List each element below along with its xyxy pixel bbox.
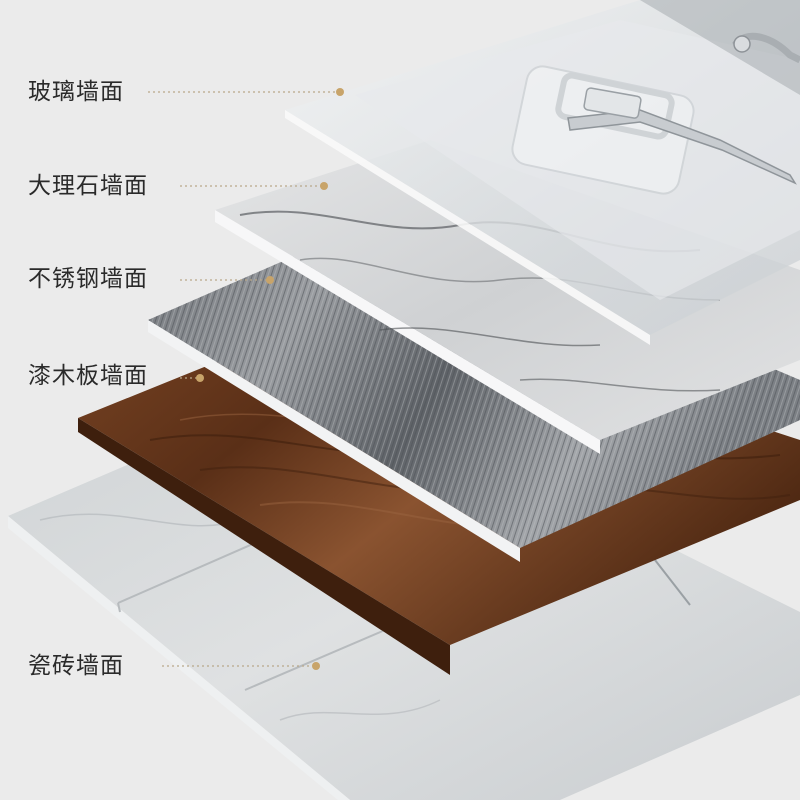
- adhesive-hook-image: [511, 32, 800, 195]
- stainless-steel-wall-label: 不锈钢墙面: [28, 266, 148, 292]
- glass-wall-label: 玻璃墙面: [28, 79, 124, 105]
- marble-wall-label: 大理石墙面: [28, 173, 148, 199]
- stainless-steel-layer: [148, 210, 800, 562]
- ceramic-tile-wall-label: 瓷砖墙面: [28, 653, 124, 679]
- leader-dot-glass: [336, 88, 344, 96]
- leader-dot-tile: [312, 662, 320, 670]
- lacquered-wood-wall-label: 漆木板墙面: [28, 363, 148, 389]
- leader-dot-steel: [266, 276, 274, 284]
- leader-dot-marble: [320, 182, 328, 190]
- leader-lines: [148, 88, 344, 670]
- leader-dot-wood: [196, 374, 204, 382]
